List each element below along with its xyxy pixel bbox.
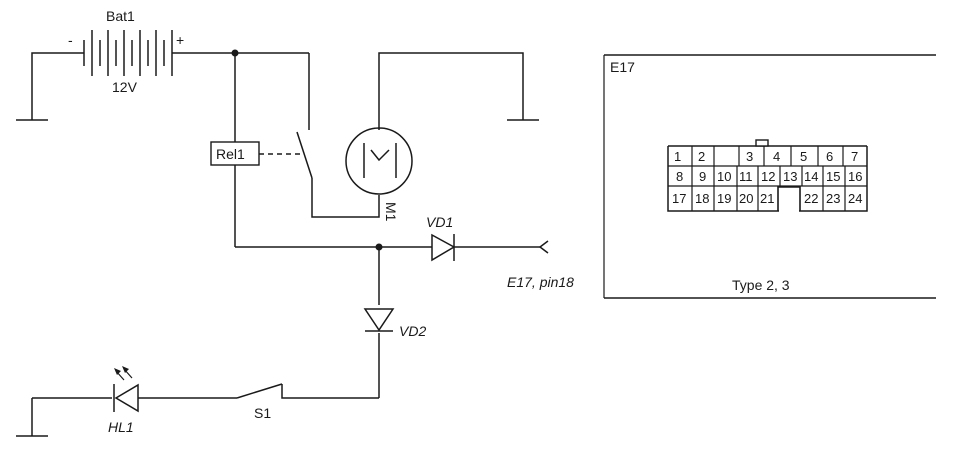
led-label: HL1	[108, 419, 134, 435]
motor-name: M1	[383, 202, 399, 222]
pin-label: 2	[698, 149, 705, 164]
relay-rel1: Rel1	[210, 141, 260, 166]
pin-label: 17	[672, 191, 686, 206]
motor-m1: M1	[345, 127, 413, 222]
pin-label: 4	[773, 149, 780, 164]
wiring	[16, 49, 549, 437]
battery-plus: +	[176, 32, 184, 48]
led-hl1: HL1	[108, 366, 139, 435]
pin-label: 10	[717, 169, 731, 184]
pin-label: 19	[717, 191, 731, 206]
pin-label: 6	[826, 149, 833, 164]
switch-label: S1	[254, 405, 271, 421]
battery-name: Bat1	[106, 8, 135, 24]
connector-title: E17	[610, 59, 635, 75]
connector-pinout: 1 2 3 4 5 6 7 8 9 10 11 12 13 14 15 16 1…	[667, 139, 868, 213]
battery-bat1: Bat1 12V - +	[16, 8, 235, 121]
pin-label: 14	[804, 169, 818, 184]
connector-panel: E17 Type 2, 3	[603, 54, 936, 299]
pin-label: 13	[783, 169, 797, 184]
pin-label: 3	[746, 149, 753, 164]
pin-label: 1	[674, 149, 681, 164]
pin-label: 21	[760, 191, 774, 206]
diode-vd1: VD1 E17, pin18	[426, 214, 574, 290]
relay-name: Rel1	[216, 146, 245, 162]
vd2-label: VD2	[399, 323, 426, 339]
pin-label: 11	[739, 169, 753, 184]
pin-label: 24	[848, 191, 862, 206]
pin-label: 22	[804, 191, 818, 206]
light-emission-arrows-icon	[114, 366, 133, 381]
pin-label: 7	[851, 149, 858, 164]
battery-minus: -	[68, 32, 73, 48]
pin-label: 12	[761, 169, 775, 184]
pin-label: 20	[739, 191, 753, 206]
pin-label: 18	[695, 191, 709, 206]
vd1-label: VD1	[426, 214, 453, 230]
diode-vd2: VD2	[363, 308, 426, 339]
pin-label: 16	[848, 169, 862, 184]
battery-voltage: 12V	[112, 79, 138, 95]
connector-caption: Type 2, 3	[732, 277, 790, 293]
pin-label: 5	[800, 149, 807, 164]
pin-label: 8	[676, 169, 683, 184]
connector-reference: E17, pin18	[507, 274, 574, 290]
pin-label: 9	[699, 169, 706, 184]
pin-label: 23	[826, 191, 840, 206]
pin-label: 15	[826, 169, 840, 184]
